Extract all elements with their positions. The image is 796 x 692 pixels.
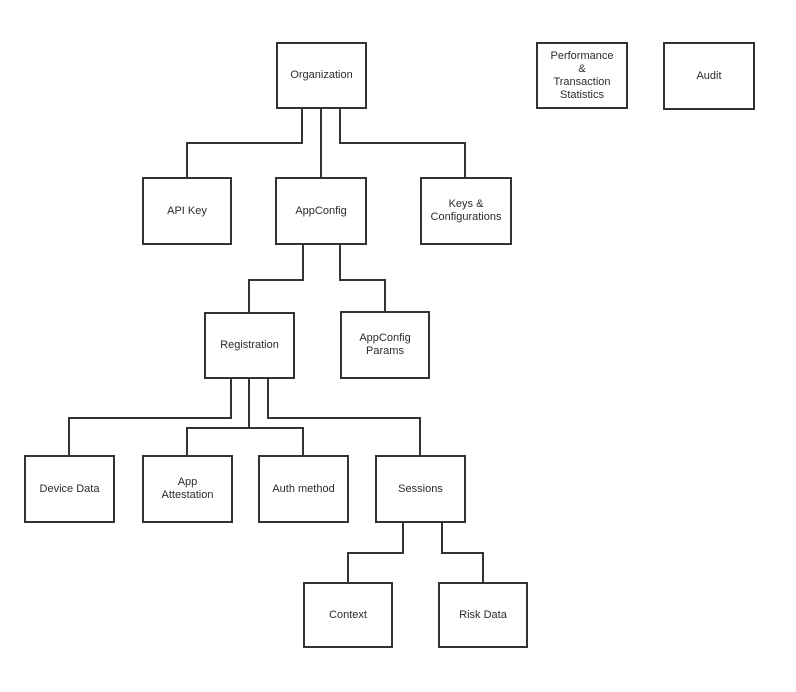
edge-sessions-to-risk-data [441,523,484,582]
edge-organization-to-api-key [186,109,303,177]
edge-registration-to-sessions [267,379,421,455]
edge-appconfig-to-appconfig-params [339,245,386,311]
node-device-data: Device Data [24,455,115,523]
node-audit: Audit [663,42,755,110]
node-appconfig-params: AppConfig Params [340,311,430,379]
edge-registration-to-auth-method [248,379,304,455]
node-sessions: Sessions [375,455,466,523]
edge-sessions-to-context [347,523,404,582]
node-api-key: API Key [142,177,232,245]
node-auth-method: Auth method [258,455,349,523]
edge-organization-to-keys-configurations [339,109,466,177]
node-keys-configurations: Keys & Configurations [420,177,512,245]
node-risk-data: Risk Data [438,582,528,648]
node-performance-stats: Performance & Transaction Statistics [536,42,628,109]
node-registration: Registration [204,312,295,379]
edge-appconfig-to-registration [248,245,304,312]
node-context: Context [303,582,393,648]
node-appconfig: AppConfig [275,177,367,245]
edge-registration-to-device-data [68,379,232,455]
node-organization: Organization [276,42,367,109]
node-app-attestation: App Attestation [142,455,233,523]
